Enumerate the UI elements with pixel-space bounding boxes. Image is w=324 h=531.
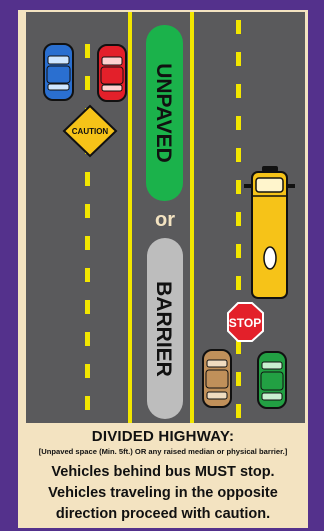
caption-line-1-end: stop. (236, 464, 275, 480)
caption-title: DIVIDED HIGHWAY: (18, 428, 308, 445)
red-car (98, 45, 126, 101)
caution-sign: CAUTION (64, 106, 116, 156)
median-left-solid-line (128, 12, 132, 423)
left-lane-dashes (85, 44, 90, 410)
stop-sign: STOP (228, 303, 263, 341)
median-unpaved-label: UNPAVED (152, 63, 175, 163)
caption-line-3: direction proceed with caution. (18, 506, 308, 522)
caption-subtitle: [Unpaved space (Min. 5ft.) OR any raised… (18, 447, 308, 456)
right-lane-dashes (236, 20, 241, 418)
school-bus (244, 166, 295, 298)
brown-car (203, 350, 231, 407)
caption-line-1-start: Vehicles behind bus (51, 464, 194, 480)
median-right-solid-line (190, 12, 194, 423)
median-or-label: or (155, 209, 175, 231)
median-barrier-label: BARRIER (152, 281, 175, 377)
caution-sign-text: CAUTION (72, 127, 109, 136)
green-car (258, 352, 286, 408)
stop-sign-text: STOP (229, 316, 261, 330)
caption-emphasis: MUST (195, 464, 236, 480)
caption-line-1: Vehicles behind bus MUST stop. (18, 464, 308, 480)
blue-car (44, 44, 73, 100)
caption-line-2: Vehicles traveling in the opposite (18, 485, 308, 501)
